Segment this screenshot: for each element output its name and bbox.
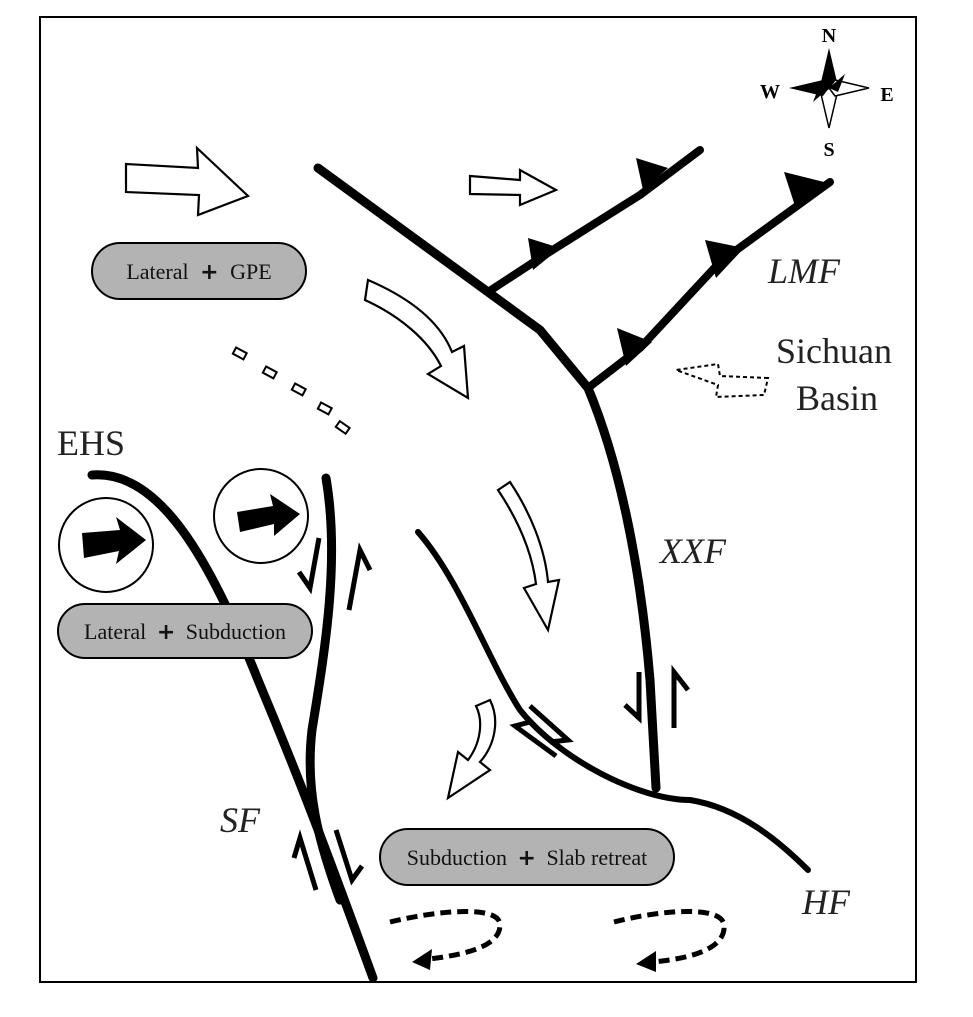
- compass-diag-1: [829, 74, 845, 92]
- pill-background: [57, 603, 313, 659]
- pill-left: Lateral: [84, 619, 146, 644]
- pill-plus: +: [157, 620, 175, 645]
- pill-background: [91, 242, 307, 300]
- shear-arrow-up: [509, 719, 558, 759]
- label-ehs: EHS: [57, 423, 125, 463]
- label-xxf: XXF: [658, 531, 727, 571]
- label-basin: Basin: [796, 378, 878, 418]
- dashed-boundary: [231, 346, 352, 436]
- return-flow-heads: [412, 949, 656, 972]
- fault-sf-inner: [305, 473, 345, 905]
- hollow-arrows: [124, 145, 561, 801]
- thrust-tooth: [528, 238, 560, 270]
- arrow-west-dashed: [675, 362, 770, 399]
- arrowhead-left: [636, 951, 656, 972]
- shear-arrow-down: [333, 829, 365, 886]
- compass-east-label: E: [880, 84, 893, 106]
- pill-text: Lateral + GPE: [126, 259, 271, 285]
- compass-north-label: N: [822, 25, 837, 47]
- compass-needle-north: [821, 48, 837, 88]
- pill-plus: +: [518, 846, 536, 871]
- boundary-dash: [334, 419, 352, 436]
- thrust-tooth: [617, 328, 652, 366]
- black-arrow-east: [82, 517, 146, 564]
- box-subduction-slab-retreat: Subduction + Slab retreat: [379, 828, 675, 886]
- arrow-east-small: [468, 168, 559, 207]
- fault-main-nw: [313, 163, 593, 393]
- pill-right: GPE: [230, 259, 272, 284]
- label-sf: SF: [220, 800, 261, 840]
- thrust-tooth: [784, 172, 824, 206]
- boundary-dash: [231, 346, 249, 361]
- boundary-dash: [261, 365, 279, 380]
- compass-south-label: S: [823, 139, 834, 161]
- pill-text: Lateral + Subduction: [84, 619, 286, 645]
- arrowhead-left: [412, 949, 432, 970]
- faults: [87, 146, 834, 983]
- thrust-teeth: [528, 158, 824, 366]
- label-lmf: LMF: [767, 251, 841, 291]
- circled-arrows: [58, 468, 309, 593]
- thrust-upper: [484, 146, 704, 296]
- boundary-dash: [316, 401, 334, 416]
- thrust-tooth: [636, 158, 668, 190]
- box-lateral-subduction: Lateral + Subduction: [57, 603, 313, 659]
- fault-xxf: [583, 383, 661, 793]
- black-arrow-east: [237, 494, 300, 536]
- pill-right: Subduction: [186, 619, 286, 644]
- shear-arrow-down: [296, 537, 322, 595]
- pill-plus: +: [200, 260, 218, 285]
- shear-arrow-up: [346, 542, 373, 611]
- pill-right: Slab retreat: [546, 845, 647, 870]
- pill-left: Lateral: [126, 259, 188, 284]
- thrust-lmf: [584, 178, 834, 392]
- shear-arrow-down: [623, 672, 642, 724]
- shear-arrow-up: [671, 664, 690, 728]
- pill-background: [379, 828, 675, 886]
- fault-hf: [415, 529, 811, 873]
- return-flow-right: [613, 909, 727, 965]
- shear-arrow-up: [291, 829, 319, 891]
- compass-diag-2: [813, 84, 829, 102]
- thrust-tooth: [705, 240, 744, 278]
- arrow-curved-southeast: [363, 278, 470, 401]
- shear-arrow-down: [528, 704, 574, 745]
- label-sichuan: Sichuan: [776, 331, 892, 371]
- return-flow-arrows: [389, 909, 727, 965]
- compass-west-label: W: [760, 81, 780, 103]
- compass-rose: N S E W: [760, 25, 894, 161]
- shear-sense-arrows: [291, 537, 690, 891]
- label-hf: HF: [801, 882, 851, 922]
- pill-text: Subduction + Slab retreat: [407, 845, 647, 871]
- arrow-curved-south: [496, 480, 561, 634]
- box-lateral-gpe: Lateral + GPE: [91, 242, 307, 300]
- arrow-curved-southwest: [446, 698, 497, 801]
- boundary-dash: [290, 382, 308, 397]
- pill-left: Subduction: [407, 845, 507, 870]
- arrow-east-large: [124, 145, 251, 217]
